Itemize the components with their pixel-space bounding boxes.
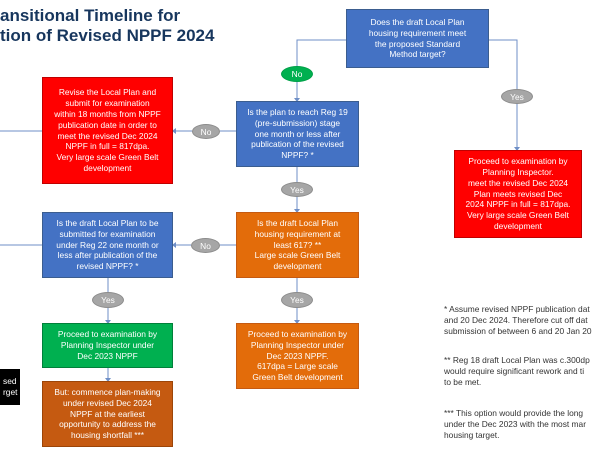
footnote-3-line-1: *** This option would provide the long: [444, 408, 584, 418]
footnote-1-line-2: and 20 Dec 2024. Therefore cut off dat: [444, 315, 588, 325]
revise-local-plan-box: Revise the Local Plan and submit for exa…: [42, 77, 173, 184]
footnote-2-line-2: would require significant rework and ti: [444, 366, 585, 376]
yes-decision-pill-reg22: Yes: [92, 292, 124, 308]
proceed-2023-orange-box: Proceed to examination by Planning Inspe…: [236, 323, 359, 389]
footnote-2-line-3: to be met.: [444, 377, 482, 387]
no-decision-pill-top: No: [281, 66, 313, 82]
proceed-examination-right-box: Proceed to examination by Planning Inspe…: [454, 150, 582, 238]
footnote-1-line-3: submission of between 6 and 20 Jan 20: [444, 326, 592, 336]
yes-decision-pill-617: Yes: [281, 292, 313, 308]
standard-method-question-box: Does the draft Local Plan housing requir…: [346, 9, 489, 68]
footnote-1-line-1: * Assume revised NPPF publication dat: [444, 304, 590, 314]
yes-decision-pill-right: Yes: [501, 89, 533, 104]
proceed-2023-green-box: Proceed to examination by Planning Inspe…: [42, 323, 173, 368]
footnote-2-line-1: ** Reg 18 draft Local Plan was c.300dp: [444, 355, 590, 365]
page-title-line-2: tion of Revised NPPF 2024: [0, 26, 215, 45]
yes-decision-pill-reg19: Yes: [281, 182, 313, 197]
commence-plan-making-box: But: commence plan-making under revised …: [42, 381, 173, 447]
housing-617-question-box: Is the draft Local Plan housing requirem…: [236, 212, 359, 278]
no-decision-pill-617: No: [191, 238, 220, 253]
reg19-question-box: Is the plan to reach Reg 19 (pre-submiss…: [236, 101, 359, 167]
footnote-3-line-3: housing target.: [444, 430, 500, 440]
no-decision-pill-reg19: No: [192, 124, 220, 139]
reg22-question-box: Is the draft Local Plan to be submitted …: [42, 212, 173, 278]
footnote-3-line-2: under the Dec 2023 with the most mar: [444, 419, 586, 429]
partial-black-box: sed rget: [0, 369, 20, 405]
page-title-line-1: ansitional Timeline for: [0, 6, 181, 25]
